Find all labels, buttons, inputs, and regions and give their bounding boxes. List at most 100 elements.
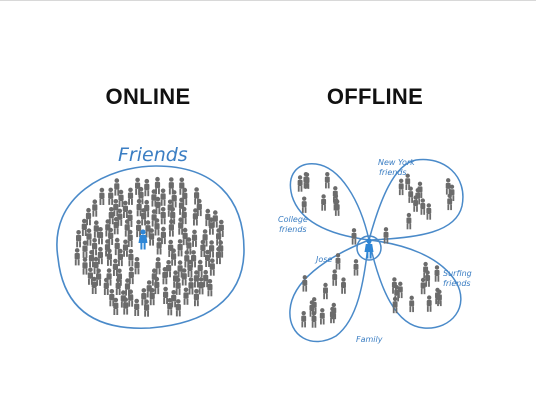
friend-figure (188, 277, 194, 295)
friend-figure (117, 248, 123, 267)
surfing-friend-figure (409, 295, 415, 313)
friend-figure (207, 279, 213, 297)
friend-figure (99, 187, 105, 205)
friend-figure (122, 239, 129, 257)
surfing-friend-figure (425, 270, 431, 287)
friend-figure (160, 226, 166, 245)
top-divider (0, 0, 536, 1)
friend-figure (91, 276, 97, 294)
friend-figure (192, 208, 198, 226)
friend-figure (134, 257, 140, 275)
nearby-figure (383, 227, 389, 244)
nearby-figure (353, 259, 359, 276)
college-friend-figure (301, 196, 307, 213)
friend-figure (134, 298, 140, 316)
friend-figure (82, 257, 88, 275)
friend-figure (113, 217, 119, 235)
friend-figure (113, 199, 119, 217)
friend-figure (197, 259, 203, 278)
offline-crowd (297, 171, 455, 328)
jose-figure (335, 253, 341, 270)
friend-figure (128, 289, 134, 307)
family-member-figure (341, 277, 346, 294)
friend-figure (200, 239, 206, 257)
family-member-figure (332, 269, 338, 286)
friend-figure (149, 228, 155, 246)
new-york-friend-figure (413, 195, 419, 212)
college-label-line1: College (278, 215, 308, 224)
friend-figure (191, 229, 198, 247)
new-york-friend-figure (406, 212, 412, 230)
surfing-label-line1: Surfing (443, 269, 472, 278)
friend-figure (82, 240, 88, 258)
friend-figure (88, 249, 95, 268)
friend-figure (183, 287, 189, 305)
family-boundary (289, 238, 370, 343)
college-label-line2: friends (279, 225, 307, 234)
friend-figure (106, 248, 112, 266)
friend-figure (177, 239, 183, 257)
friend-figure (85, 207, 92, 226)
friend-figure (127, 229, 133, 247)
online-friends-group: Friends (56, 144, 245, 329)
surfing-friends-boundary (368, 239, 462, 329)
new-york-friends-boundary (368, 158, 464, 241)
friend-figure (181, 268, 187, 286)
friend-figure (127, 187, 134, 205)
friend-figure (112, 258, 118, 276)
friend-figure (114, 178, 120, 196)
college-friend-figure (321, 194, 327, 211)
friend-figure (136, 219, 142, 238)
offline-heading: OFFLINE (326, 84, 424, 109)
family-member-figure (319, 308, 325, 325)
friend-figure (103, 277, 109, 295)
new-york-label-line2: friends (379, 168, 407, 177)
friend-figure (123, 297, 129, 315)
friend-figure (168, 219, 174, 237)
online-friends-label: Friends (118, 144, 188, 166)
family-member-figure (323, 282, 328, 300)
friend-figure (128, 248, 134, 267)
friend-figure (115, 277, 121, 295)
surfing-friend-figure (426, 295, 432, 312)
friend-figure (76, 230, 82, 248)
friend-figure (136, 199, 142, 217)
friend-figure (215, 246, 222, 265)
nearby-figure (351, 228, 357, 245)
friend-figure (179, 177, 185, 195)
college-friend-figure (297, 175, 303, 192)
friend-figure (208, 217, 214, 235)
friend-figure (175, 299, 181, 317)
friend-figure (154, 276, 160, 295)
friend-figure (160, 207, 166, 225)
friend-figure (141, 208, 147, 226)
online-boundary (56, 165, 245, 329)
friend-figure (118, 189, 124, 207)
friend-figure (193, 288, 199, 307)
offline-groups (289, 158, 464, 343)
friend-figure (92, 199, 98, 217)
friend-figure (149, 287, 155, 306)
surfing-friend-figure (434, 265, 440, 282)
friend-figure (198, 277, 204, 295)
friend-figure (144, 178, 150, 197)
new-york-friend-figure (426, 203, 432, 220)
online-heading: ONLINE (105, 84, 191, 109)
new-york-friend-figure (445, 178, 451, 195)
friend-figure (167, 298, 173, 316)
friend-figure (97, 246, 103, 265)
friend-figure (97, 227, 104, 245)
jose-label: Jose (314, 255, 332, 264)
friend-figure (122, 200, 128, 218)
new-york-friend-figure (420, 198, 426, 215)
friend-figure (154, 218, 160, 236)
surfing-friend-figure (397, 281, 403, 299)
friend-figure (193, 270, 199, 288)
surfing-friend-figure (420, 277, 426, 295)
friend-figure (113, 297, 119, 315)
friend-figure (163, 286, 169, 304)
college-friend-figure (324, 171, 330, 189)
friend-figure (156, 237, 162, 255)
